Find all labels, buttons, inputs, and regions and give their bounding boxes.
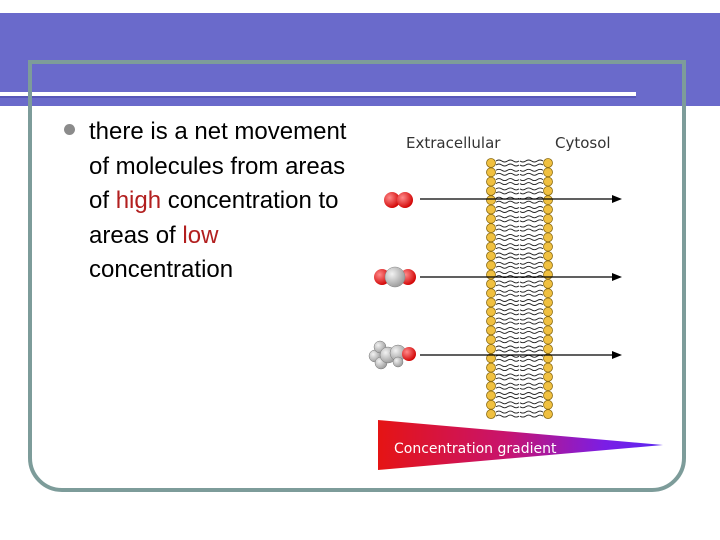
bullet-text: there is a net movement of molecules fro… [89,115,349,288]
phospholipid-head [543,288,553,299]
cell-membrane [486,158,553,420]
arrow-1 [420,195,622,203]
phospholipid-head [486,306,496,317]
highlight-low: low [182,221,219,249]
phospholipid-head [486,241,496,252]
phospholipid-head [486,344,496,354]
phospholipid-head [486,334,496,345]
phospholipid-head [543,334,553,345]
phospholipid-head [486,223,496,233]
phospholipid-head [486,325,496,336]
phospholipid-head [543,371,553,382]
phospholipid-head [486,409,496,420]
molecule-triatomic-icon [374,266,416,288]
content-frame [28,60,686,492]
extracellular-label: Extracellular [406,134,501,152]
phospholipid-head [486,195,496,206]
phospholipid-head [543,325,553,336]
gradient-label: Concentration gradient [394,441,557,457]
phospholipid-head [543,399,553,410]
phospholipid-head [543,186,553,196]
phospholipid-head [543,223,553,233]
phospholipid-head [543,344,553,354]
highlight-high: high [115,187,162,214]
phospholipid-head [486,176,496,187]
header-divider [0,92,636,96]
diffusion-diagram: Extracellular Cytosol Concentration grad… [368,134,663,470]
phospholipid-head [486,381,496,392]
phospholipid-head [486,390,496,401]
bullet-text-part2: concentration to areas of [89,187,339,249]
phospholipid-head [486,362,496,373]
phospholipid-head [543,362,553,373]
phospholipid-head [486,158,496,168]
phospholipid-head [543,381,553,392]
molecule-cluster-icon [368,340,416,370]
phospholipid-head [486,399,496,410]
phospholipid-head [486,269,496,280]
header-band [0,13,720,106]
phospholipid-head [543,251,553,261]
phospholipid-head [543,269,553,280]
phospholipid-head [543,260,553,271]
concentration-gradient-wedge: Concentration gradient [378,420,663,470]
phospholipid-head [486,371,496,382]
phospholipid-head [543,158,553,168]
phospholipid-head [543,241,553,252]
bullet-text-part1: there is a net movement of molecules fro… [89,118,347,214]
phospholipid-head [486,278,496,289]
phospholipid-head [543,195,553,206]
phospholipid-head [543,232,553,243]
arrow-3 [420,351,622,359]
bullet-icon [64,124,75,135]
molecule-diatomic-icon [384,192,413,208]
phospholipid-head [543,213,553,224]
phospholipid-head [486,316,496,327]
phospholipid-head [486,251,496,261]
phospholipid-head [486,297,496,308]
phospholipid-head [543,176,553,187]
phospholipid-head [543,316,553,327]
phospholipid-head [486,186,496,196]
phospholipid-head [543,278,553,289]
phospholipid-head [543,390,553,401]
phospholipid-head [486,167,496,178]
arrow-2 [420,273,622,281]
bullet-text-part3: concentration [89,256,234,283]
phospholipid-head [486,232,496,243]
phospholipid-head [543,297,553,308]
phospholipid-head [543,409,553,420]
phospholipid-head [543,306,553,317]
header-divider-shadow [0,96,636,98]
phospholipid-head [486,260,496,271]
phospholipid-head [543,167,553,178]
phospholipid-head [486,213,496,224]
phospholipid-head [543,204,553,215]
cytosol-label: Cytosol [555,134,611,152]
phospholipid-head [486,204,496,215]
phospholipid-head [486,288,496,299]
